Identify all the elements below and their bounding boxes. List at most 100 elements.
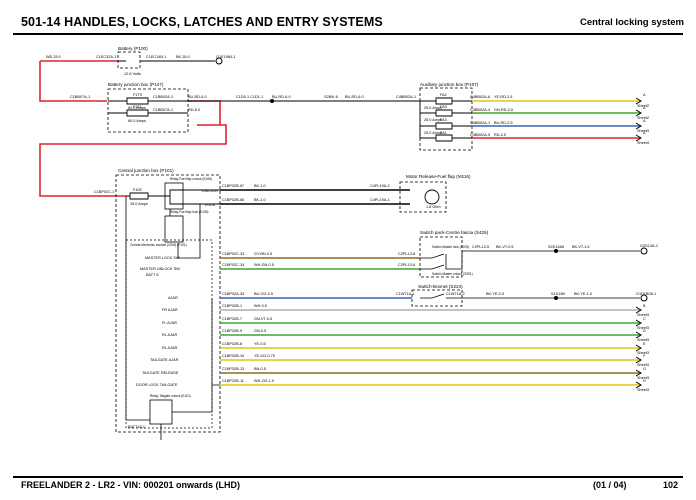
relay-lock-label: Relay-Fuel flap lock (K105): [170, 210, 208, 214]
splice-wire2: BU-RD-6.0: [345, 95, 364, 99]
bjb-pin-out1: C1BB02A-1: [153, 95, 173, 99]
red-feed-wire: [39, 60, 227, 197]
output-0-wire: WH-0.5: [254, 304, 267, 308]
bonnet-node: S1D1B0: [551, 292, 565, 296]
footer-page-number: 102: [662, 480, 678, 490]
aux-out-0-dest: Sheet2: [637, 104, 649, 108]
tag-lock: LOCK: [205, 203, 216, 207]
aux-fuse-1-rating: 25.0 Amps: [424, 118, 442, 122]
output-0-dest: Sheet3: [637, 313, 649, 317]
output-4-to: F: [643, 354, 646, 358]
bjb-wire-out2: RD-6.0: [188, 108, 200, 112]
output-6-to: H: [643, 379, 646, 383]
output-4-wire: YE-OG-0.75: [254, 354, 275, 358]
bjb-pin-out2: C1BB07A-1: [153, 108, 173, 112]
output-4-pin: C1BP32B-10: [222, 354, 244, 358]
aux-fuse-2-pin: C4BB02A-1: [470, 121, 490, 125]
bonnet-wire-label: BK-YE-0.5: [486, 292, 504, 296]
aux-out-2-dest: Sheet3: [637, 129, 649, 133]
footer-rule: [13, 476, 683, 478]
aux-fuse-1-name: FA9: [440, 105, 447, 109]
bjb-fuse2-rating: 60.0 Amps: [128, 119, 146, 123]
relay-unlock: [164, 182, 184, 210]
output-1-label: FL AJAR: [162, 321, 177, 325]
relay-tailgate: [149, 399, 173, 425]
signal-1-wire: WH-GN-0.5: [254, 263, 274, 267]
output-2-to: D: [643, 329, 646, 333]
aux-fuse-3-name: FA1: [440, 131, 447, 135]
cjb-fuse-rating: 15.0 Amps: [130, 202, 148, 206]
relay-tailgate-label: Relay-Tailgate unlock (K110): [150, 394, 191, 398]
aux-fuse-2-wire: BU-RD-2.5: [494, 121, 513, 125]
signal-1-label: MASTER UNLOCK SW: [140, 267, 180, 271]
output-3-wire: YE-0.5: [254, 342, 266, 346]
switch-pin-in2: C2PL13-6: [398, 263, 415, 267]
output-1-dest: Sheet3: [637, 326, 649, 330]
fuel-motor-box: [399, 181, 447, 213]
output-1-wire: GN-VT-0.5: [254, 317, 272, 321]
switch-pin-out: C2PL13-5: [472, 245, 489, 249]
header-rule: [13, 33, 683, 35]
aux-out-1-dest: Sheet2: [637, 116, 649, 120]
switch-ground: G2D13A-1: [640, 244, 658, 248]
output-5-to: G: [643, 367, 646, 371]
splice-pins: C1D5-1 C1D1-1: [236, 95, 263, 99]
footer-vehicle: FREELANDER 2 - LR2 - VIN: 000201 onwards…: [21, 480, 241, 490]
cem-label: Central electronic module (CEM) (P101): [130, 243, 187, 247]
aux-out-3-dest: Sheet4: [637, 141, 649, 145]
section-title: 501-14 HANDLES, LOCKS, LATCHES AND ENTRY…: [21, 15, 383, 29]
output-6-dest: Sheet3: [637, 388, 649, 392]
output-6-wire: WH-OG-1.0: [254, 379, 274, 383]
aux-fuse-3-pin: C4BB02A-5: [470, 133, 490, 137]
cjb-fuse: F105: [133, 188, 142, 192]
output-3-to: E: [643, 342, 646, 346]
output-0-label: FR AJAR: [162, 308, 178, 312]
batt-label: BATT 6: [146, 273, 159, 277]
signal-0-wire: GY-BN-0.5: [254, 252, 272, 256]
aux-fuse-0-wire: YE-RD-2.5: [494, 95, 512, 99]
splice-wire1: BU-RD-6.0: [272, 95, 291, 99]
output-1-to: C: [643, 317, 646, 321]
bjb-fuse2: F1T1: [133, 105, 142, 109]
fuel-note: 1.8 Ohm: [426, 205, 441, 209]
page-header: 501-14 HANDLES, LOCKS, LATCHES AND ENTRY…: [0, 0, 696, 36]
output-1-pin: C1BP32B-7: [222, 317, 242, 321]
cjb-label: Central junction box (P101): [118, 168, 174, 173]
fuel-pin-top: C4PL19A-2: [370, 184, 390, 188]
fuel-pin-cjb1: C1BP32B-67: [222, 184, 244, 188]
batt-bottom-label: BATT16-1: [128, 425, 145, 429]
aux-fuse-2-rating: 25.0 Amps: [424, 131, 442, 135]
switch-master-unlock: Switch-Master unlock (S391): [432, 272, 473, 276]
battery-pin-right: C1EC14B-1: [146, 55, 166, 59]
battery-box: [117, 51, 141, 69]
switch-master-lock: Switch-Master lock (S376): [432, 245, 469, 249]
page-title: Central locking system: [579, 17, 684, 28]
bonnet-pin-out: C1W71A-2: [446, 292, 465, 296]
aux-out-0-to: A: [643, 93, 646, 97]
output-5-pin: C1BP32B-13: [222, 367, 244, 371]
wire-w-label: WE-25.0: [46, 55, 61, 59]
signal-2-label: AJAR: [168, 296, 178, 300]
battery-label: Battery (P100): [118, 46, 148, 51]
aux-fuse-0-rating: 25.0 Amps: [424, 106, 442, 110]
switch-pin-in1: C2PL13-8: [398, 252, 415, 256]
relay-lock: [164, 215, 184, 243]
output-6-pin: C1BP32B-11: [222, 379, 244, 383]
bjb-fuse1: F1T9: [133, 93, 142, 97]
tag-unlock: UNLOCK: [202, 189, 218, 193]
output-2-dest: Sheet3: [637, 338, 649, 342]
signal-2-wire: BU-OG-0.5: [254, 292, 273, 296]
switch-pack-label: Switch pack-Centre fascia (S425): [420, 230, 489, 235]
aux-out-3-to: A: [643, 131, 646, 135]
bjb-pin-in: C1BB07A-1: [70, 95, 90, 99]
switch-node: S2D15A6: [548, 245, 564, 249]
signal-0-label: MASTER LOCK SW: [145, 256, 180, 260]
bjb-fuse1-rating: 60.0 Amps: [128, 106, 146, 110]
bonnet-ground: G1D1B08-1: [636, 292, 656, 296]
relay-unlock-label: Relay-Fuel flap unlock (K106): [170, 177, 212, 181]
signal-0-pin: C1BP02C-33: [222, 252, 244, 256]
bonnet-label: Switch-Bonnet (S224): [418, 284, 463, 289]
signal-2-pin: C1BP32A-33: [222, 292, 244, 296]
fuel-wire2: BK-1.0: [254, 198, 266, 202]
